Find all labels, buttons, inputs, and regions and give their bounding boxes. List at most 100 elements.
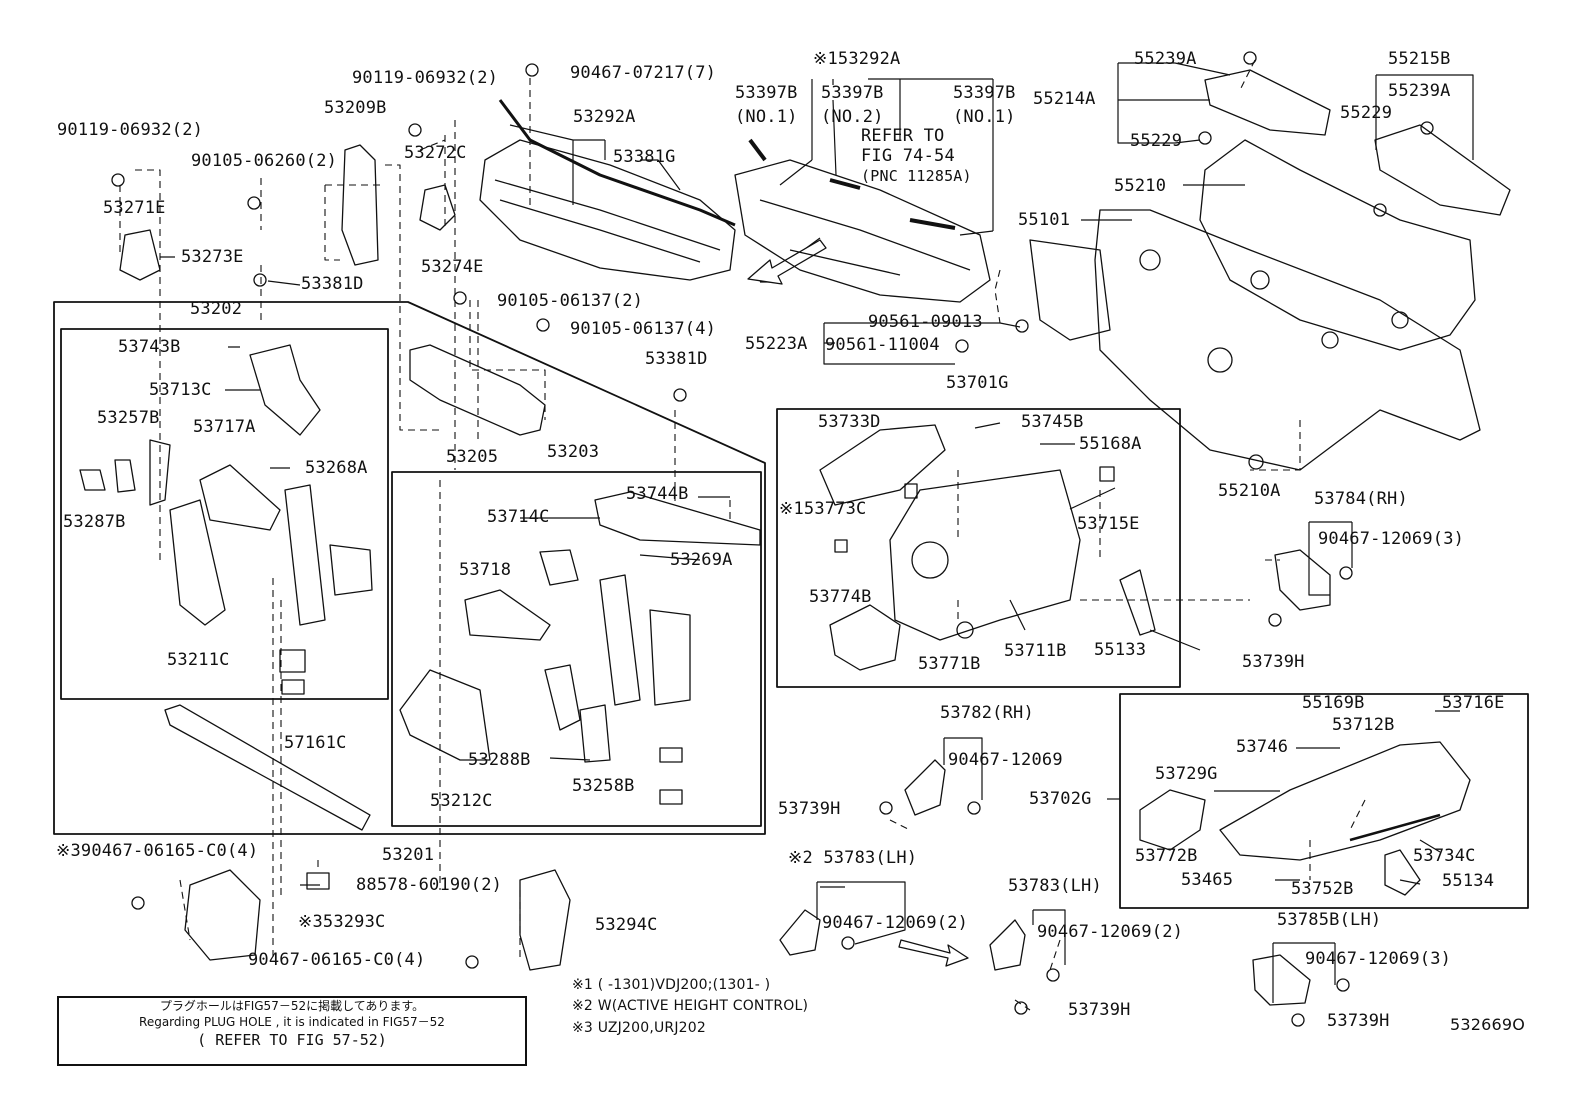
- part-label-55210: 55210: [1114, 176, 1167, 196]
- part-label-53271E: 53271E: [103, 198, 166, 218]
- part-label-90105-06137-4: 90105-06137(4): [570, 319, 717, 339]
- part-label-90467-12069-2-left: 90467-12069(2): [822, 913, 969, 933]
- part-label-53397B-no1-right-qualifier: (NO.1): [953, 107, 1016, 127]
- leader-lines: [160, 62, 1474, 1003]
- part-label-53257B: 53257B: [97, 408, 160, 428]
- part-label-90467-12069-2-right: 90467-12069(2): [1037, 922, 1184, 942]
- part-label-53773C: ※153773C: [779, 499, 867, 519]
- part-label-53294C: 53294C: [595, 915, 658, 935]
- part-label-53381G: 53381G: [613, 147, 676, 167]
- part-label-55215B: 55215B: [1388, 49, 1451, 69]
- part-label-90105-06137-2: 90105-06137(2): [497, 291, 644, 311]
- part-label-55223A: 55223A: [745, 334, 808, 354]
- part-label-53729G: 53729G: [1155, 764, 1218, 784]
- part-label-53209B: 53209B: [324, 98, 387, 118]
- refer-note-line1: REFER TO: [861, 126, 945, 146]
- part-label-53739H-lower-middle: 53739H: [1068, 1000, 1131, 1020]
- part-label-53274E: 53274E: [421, 257, 484, 277]
- part-label-53774B: 53774B: [809, 587, 872, 607]
- part-label-55239A-right: 55239A: [1388, 81, 1451, 101]
- part-label-53205: 53205: [446, 447, 499, 467]
- part-label-53292A-top: ※153292A: [813, 49, 901, 69]
- plug-hole-note-english: Regarding PLUG HOLE , it is indicated in…: [139, 1015, 445, 1029]
- refer-note-line3: (PNC 11285A): [861, 167, 972, 185]
- part-shapes: [79, 51, 1511, 1027]
- part-label-53293C: ※353293C: [298, 912, 386, 932]
- part-label-53712B: 53712B: [1332, 715, 1395, 735]
- part-label-53783-lh: 53783(LH): [1008, 876, 1102, 896]
- part-label-53269A: 53269A: [670, 550, 733, 570]
- part-label-53734C: 53734C: [1413, 846, 1476, 866]
- part-label-90561-09013: 90561-09013: [868, 312, 983, 332]
- part-label-90467-06165-lower: 90467-06165-C0(4): [248, 950, 426, 970]
- part-label-53381D-lower: 53381D: [645, 349, 708, 369]
- part-label-53201: 53201: [382, 845, 435, 865]
- part-label-53752B: 53752B: [1291, 879, 1354, 899]
- part-label-53288B: 53288B: [468, 750, 531, 770]
- plug-hole-note-reference: ( REFER TO FIG 57-52): [197, 1031, 387, 1049]
- part-label-53397B-no1-left-qualifier: (NO.1): [735, 107, 798, 127]
- part-label-53739H-middle: 53739H: [778, 799, 841, 819]
- part-label-53212C: 53212C: [430, 791, 493, 811]
- part-label-53702G: 53702G: [1029, 789, 1092, 809]
- part-label-53701G: 53701G: [946, 373, 1009, 393]
- part-label-90467-12069-3-upper: 90467-12069(3): [1318, 529, 1465, 549]
- illustration-code: 532669O: [1450, 1015, 1526, 1034]
- part-label-53258B: 53258B: [572, 776, 635, 796]
- part-label-90467-12069-3-lower: 90467-12069(3): [1305, 949, 1452, 969]
- part-label-53739H-lower-right: 53739H: [1327, 1011, 1390, 1031]
- part-label-53718: 53718: [459, 560, 512, 580]
- group-frames: [53, 301, 1529, 909]
- part-label-53381D-upper: 53381D: [301, 274, 364, 294]
- part-label-53273E: 53273E: [181, 247, 244, 267]
- part-label-53203: 53203: [547, 442, 600, 462]
- part-label-53711B: 53711B: [1004, 641, 1067, 661]
- part-label-53716E: 53716E: [1442, 693, 1505, 713]
- part-label-55169B: 55169B: [1302, 693, 1365, 713]
- part-label-90119-06932-upper: 90119-06932(2): [352, 68, 499, 88]
- part-label-53772B: 53772B: [1135, 846, 1198, 866]
- part-label-55134: 55134: [1442, 871, 1495, 891]
- part-label-53785B-lh: 53785B(LH): [1277, 910, 1382, 930]
- footnote-3: ※3 UZJ200,URJ202: [572, 1020, 707, 1036]
- part-label-55210A: 55210A: [1218, 481, 1281, 501]
- part-label-55101: 55101: [1018, 210, 1071, 230]
- part-label-55133: 55133: [1094, 640, 1147, 660]
- part-label-53782-rh: 53782(RH): [940, 703, 1034, 723]
- footnote-2: ※2 W(ACTIVE HEIGHT CONTROL): [572, 998, 809, 1014]
- part-label-53713C: 53713C: [149, 380, 212, 400]
- part-label-55214A: 55214A: [1033, 89, 1096, 109]
- part-label-53744B: 53744B: [626, 484, 689, 504]
- part-label-90467-12069: 90467-12069: [948, 750, 1063, 770]
- part-label-53743B: 53743B: [118, 337, 181, 357]
- part-label-55239A-left: 55239A: [1134, 49, 1197, 69]
- part-label-53202: 53202: [190, 299, 243, 319]
- part-label-88578-60190: 88578-60190(2): [356, 875, 503, 895]
- part-label-55229-left: 55229: [1130, 131, 1183, 151]
- part-label-57161C: 57161C: [284, 733, 347, 753]
- part-label-90467-07217: 90467-07217(7): [570, 63, 717, 83]
- part-label-53746: 53746: [1236, 737, 1289, 757]
- part-label-53397B-no2-qualifier: (NO.2): [821, 107, 884, 127]
- part-label-53745B: 53745B: [1021, 412, 1084, 432]
- part-label-53739H-upper-right: 53739H: [1242, 652, 1305, 672]
- part-label-55229-right: 55229: [1340, 103, 1393, 123]
- part-label-53733D: 53733D: [818, 412, 881, 432]
- dashed-lines: [119, 59, 1366, 1011]
- part-label-53784-rh: 53784(RH): [1314, 489, 1408, 509]
- part-label-55168A: 55168A: [1079, 434, 1142, 454]
- part-label-53783-lh-note2: ※2 53783(LH): [788, 848, 918, 868]
- part-label-53268A: 53268A: [305, 458, 368, 478]
- part-label-53272C: 53272C: [404, 143, 467, 163]
- part-label-90119-06932-left: 90119-06932(2): [57, 120, 204, 140]
- plug-hole-note-box: プラグホールはFIG57－52に掲載してあります。 Regarding PLUG…: [57, 996, 527, 1066]
- footnote-1: ※1 ( -1301)VDJ200;(1301- ): [572, 977, 771, 993]
- part-label-53771B: 53771B: [918, 654, 981, 674]
- refer-note-line2: FIG 74-54: [861, 146, 955, 166]
- part-label-90561-11004: 90561-11004: [825, 335, 940, 355]
- part-label-53397B-no1-left: 53397B: [735, 83, 798, 103]
- part-label-53715E: 53715E: [1077, 514, 1140, 534]
- part-label-53211C: 53211C: [167, 650, 230, 670]
